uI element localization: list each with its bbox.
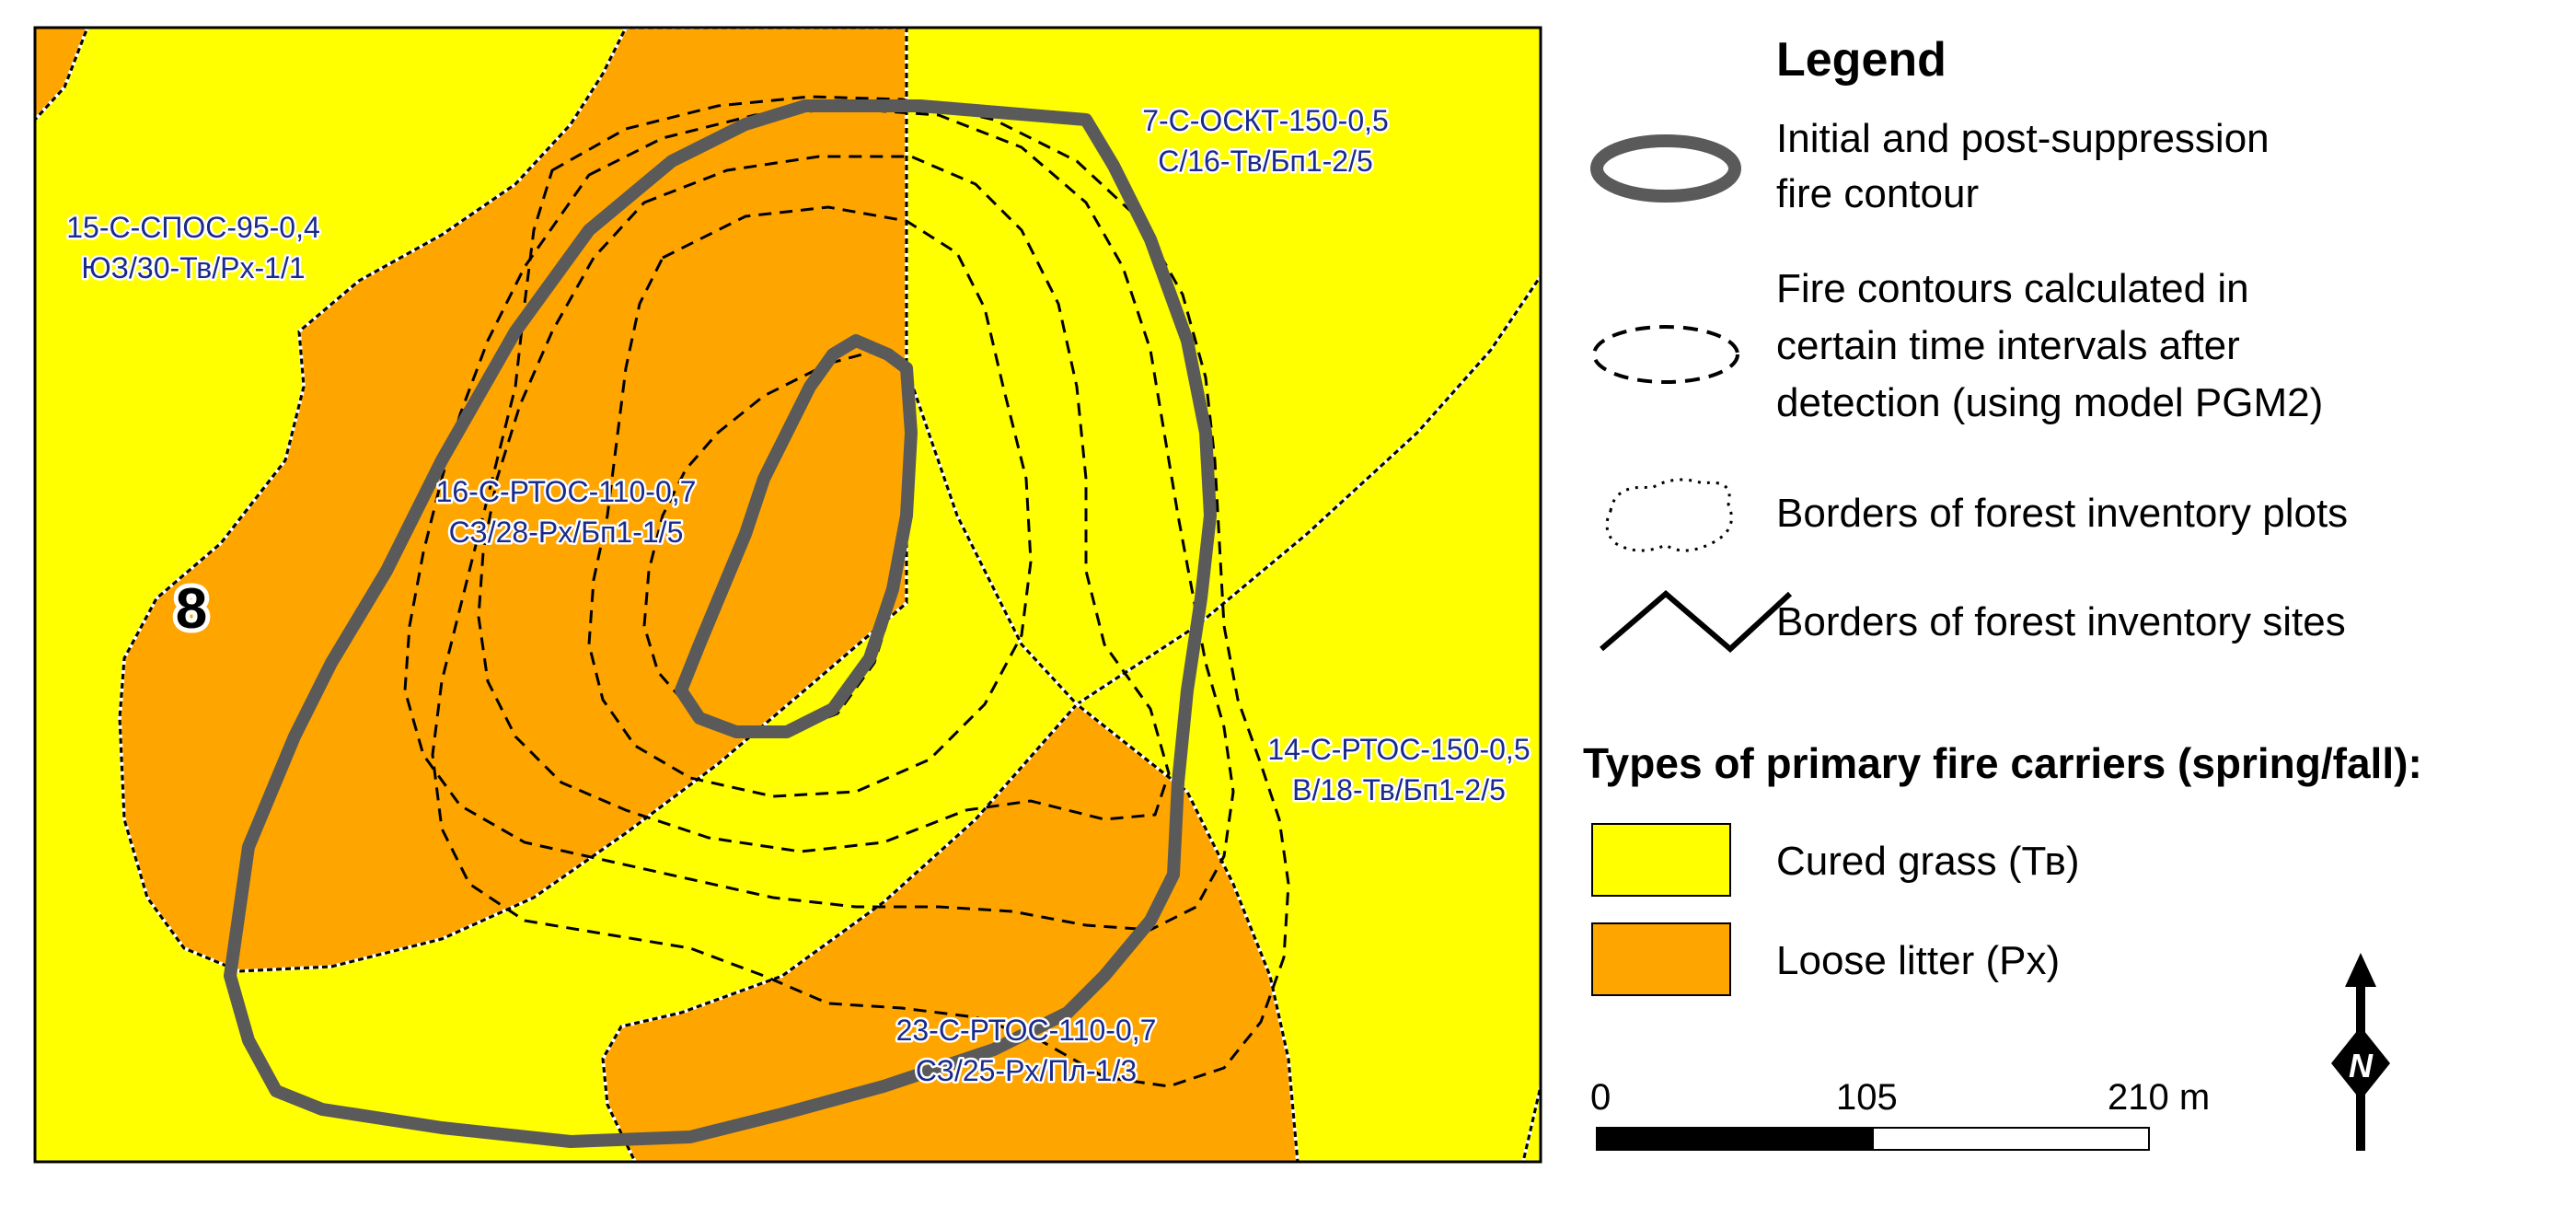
site-border-symbol (1600, 590, 1793, 654)
plot-border-symbol (1605, 478, 1733, 552)
legend-suppression-line2: fire contour (1776, 171, 1979, 216)
calculated-contour-2 (587, 205, 1033, 798)
legend-grass-label: Cured grass (Тв) (1776, 839, 2080, 884)
loose-litter-area-corner (35, 28, 87, 120)
loose-litter-area-south (603, 704, 1298, 1162)
svg-text:СЗ/28-Рх/Бп1-1/5: СЗ/28-Рх/Бп1-1/5 (449, 516, 684, 549)
svg-text:N: N (2349, 1047, 2374, 1084)
initial-fire-contour (675, 334, 918, 738)
north-arrow-icon: N (2331, 953, 2390, 1151)
plot-23-label: 23-С-РТОС-110-0,7 СЗ/25-Рх/Пл-1/3 (894, 1012, 1159, 1090)
svg-text:15-С-СПОС-95-0,4: 15-С-СПОС-95-0,4 (66, 211, 320, 244)
suppression-contours (224, 99, 1217, 1148)
scale-label-105: 105 (1836, 1077, 1898, 1118)
fire-map: 15-С-СПОС-95-0,4 ЮЗ/30-Тв/Рх-1/1 7-С-ОСК… (33, 26, 1542, 1164)
legend-title: Legend (1776, 33, 1946, 87)
plot-16-label: 16-С-РТОС-110-0,7 СЗ/28-Рх/Бп1-1/5 (433, 473, 699, 551)
fire-carriers-title: Types of primary fire carriers (spring/f… (1583, 739, 2422, 787)
legend-calculated-line3: detection (using model PGM2) (1776, 380, 2323, 425)
site-number-label: 8 (176, 577, 207, 641)
scale-label-210: 210 m (2108, 1077, 2210, 1118)
legend-calculated-line2: certain time intervals after (1776, 323, 2240, 368)
calculated-contour-symbol (1592, 325, 1739, 384)
legend-sites-label: Borders of forest inventory sites (1776, 599, 2346, 644)
svg-text:16-С-РТОС-110-0,7: 16-С-РТОС-110-0,7 (436, 475, 697, 508)
map-frame (33, 26, 1542, 1164)
plot-7-label: 7-С-ОСКТ-150-0,5 С/16-Тв/Бп1-2/5 (1140, 102, 1392, 180)
legend-suppression-line1: Initial and post-suppression (1776, 116, 2270, 161)
svg-text:В/18-Тв/Бп1-2/5: В/18-Тв/Бп1-2/5 (1292, 773, 1506, 806)
svg-text:ЮЗ/30-Тв/Рх-1/1: ЮЗ/30-Тв/Рх-1/1 (81, 251, 305, 284)
svg-text:23-С-РТОС-110-0,7: 23-С-РТОС-110-0,7 (896, 1014, 1157, 1047)
plot-borders (35, 28, 1541, 1162)
loose-litter-area-north (120, 28, 907, 971)
scale-bar: 0 105 210 m (1590, 1077, 2210, 1151)
loose-litter-swatch (1591, 922, 1731, 996)
legend-plots-label: Borders of forest inventory plots (1776, 491, 2348, 536)
cured-grass-swatch (1591, 823, 1731, 897)
suppression-contour-symbol (1590, 134, 1741, 203)
legend-panel: Legend Initial and post-suppression fire… (1583, 33, 2422, 1151)
plot-14-label: 14-С-РТОС-150-0,5 В/18-Тв/Бп1-2/5 (1265, 731, 1532, 809)
legend-litter-label: Loose litter (Рх) (1776, 938, 2060, 983)
svg-text:7-С-ОСКТ-150-0,5: 7-С-ОСКТ-150-0,5 (1142, 104, 1389, 137)
scale-label-0: 0 (1590, 1077, 1611, 1118)
legend-calculated-line1: Fire contours calculated in (1776, 266, 2249, 311)
svg-text:С/16-Тв/Бп1-2/5: С/16-Тв/Бп1-2/5 (1158, 145, 1373, 178)
calculated-contour-3 (477, 155, 1171, 853)
svg-text:СЗ/25-Рх/Пл-1/3: СЗ/25-Рх/Пл-1/3 (916, 1054, 1137, 1087)
svg-text:14-С-РТОС-150-0,5: 14-С-РТОС-150-0,5 (1267, 733, 1530, 766)
post-suppression-fire-contour (224, 99, 1217, 1148)
plot-15-label: 15-С-СПОС-95-0,4 ЮЗ/30-Тв/Рх-1/1 (64, 209, 323, 287)
